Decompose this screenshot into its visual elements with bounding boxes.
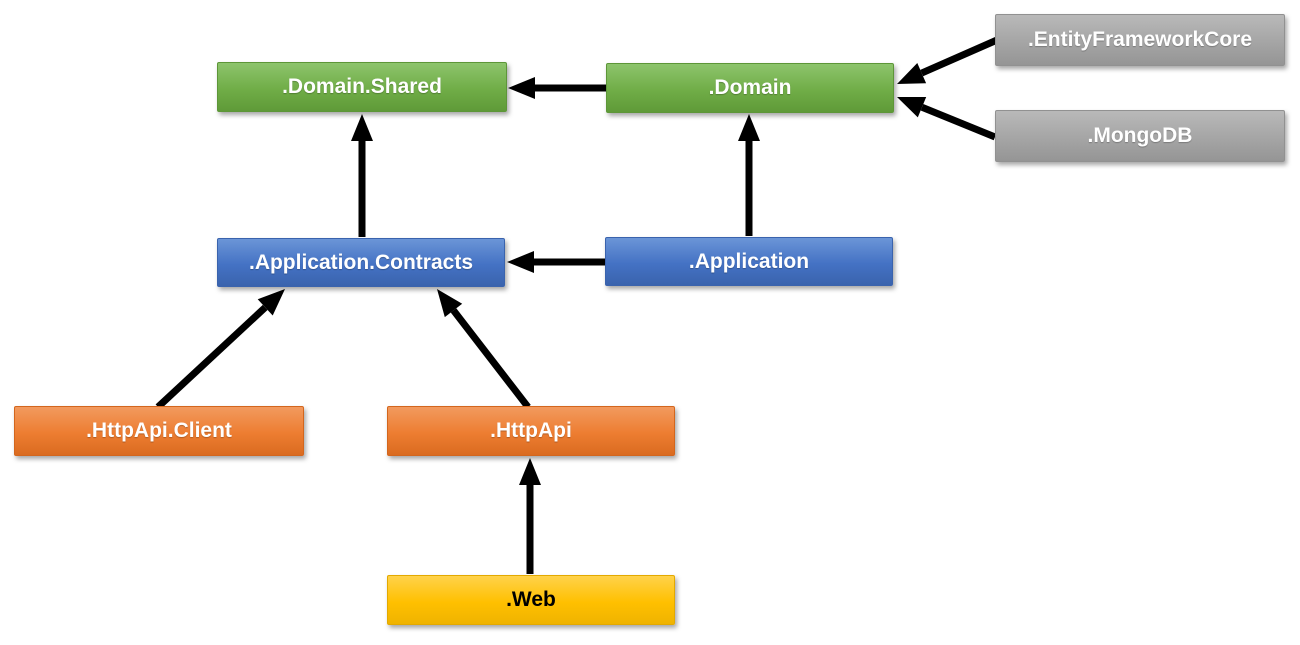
arrow-mongodb-to-domain (897, 97, 997, 141)
node-httpapi: .HttpApi (387, 406, 675, 456)
arrow-httpapi-client-to-application-contracts (155, 289, 285, 410)
node-domain-shared: .Domain.Shared (217, 62, 507, 112)
arrow-httpapi-to-application-contracts (437, 289, 531, 410)
node-entity-framework-core: .EntityFrameworkCore (995, 14, 1285, 66)
arrow-application-to-domain (738, 114, 760, 236)
node-mongodb: .MongoDB (995, 110, 1285, 162)
arrow-application-to-application-contracts (507, 251, 605, 273)
arrow-web-to-httpapi (519, 458, 541, 574)
arrow-domain-to-domain-shared (508, 77, 606, 99)
node-application: .Application (605, 237, 893, 286)
node-httpapi-client: .HttpApi.Client (14, 406, 304, 456)
arrow-application-contracts-to-domain-shared (351, 114, 373, 237)
arrow-entityframeworkcore-to-domain (897, 36, 999, 84)
node-domain: .Domain (606, 63, 894, 113)
node-web: .Web (387, 575, 675, 625)
node-application-contracts: .Application.Contracts (217, 238, 505, 287)
